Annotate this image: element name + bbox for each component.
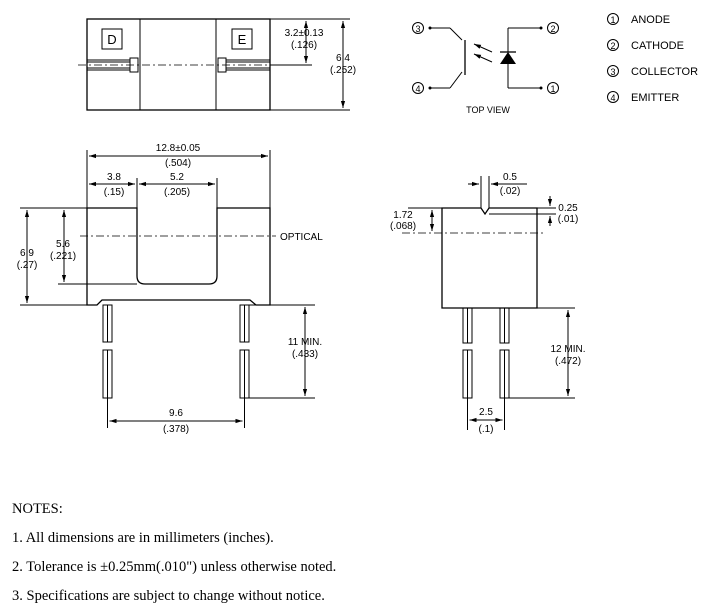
pin-legend: 1 ANODE 2 CATHODE 3 COLLECTOR 4 EMITTER — [607, 13, 698, 104]
dim-side-pitch: 2.5 — [479, 407, 493, 418]
dim-top-total: 6.4 — [336, 53, 350, 64]
dim-side-pitch-in: (.1) — [479, 424, 494, 435]
legend-label-2: CATHODE — [631, 40, 684, 52]
dim-front-lead-length-in: (.433) — [292, 349, 318, 360]
dim-front-arm: 3.8 — [107, 172, 121, 183]
dim-front-width-in: (.504) — [165, 158, 191, 169]
side-view: 0.5 (.02) 0.25 (.01) 1.72 (.068) 12 MIN.… — [390, 172, 586, 435]
legend-num-1: 1 — [610, 15, 615, 25]
dim-top-total-in: (.252) — [330, 65, 356, 76]
schematic: 3 4 2 1 TOP VIEW — [412, 22, 559, 115]
legend-label-3: COLLECTOR — [631, 66, 698, 78]
marker-d: D — [107, 32, 116, 47]
dim-side-axis-in: (.068) — [390, 221, 416, 232]
note-3: 3. Specifications are subject to change … — [12, 588, 325, 604]
dim-front-slot: 5.2 — [170, 172, 184, 183]
dim-side-notch-in: (.02) — [500, 186, 521, 197]
dim-side-axis: 1.72 — [393, 210, 413, 221]
schematic-pin4: 4 — [415, 84, 420, 94]
dim-front-slot-depth-in: (.221) — [50, 251, 76, 262]
notes-title: NOTES: — [12, 501, 63, 517]
dim-side-lead-length: 12 MIN. — [550, 344, 585, 355]
optical-label: OPTICAL — [280, 232, 323, 243]
schematic-pin3: 3 — [415, 24, 420, 34]
marker-e-box — [231, 28, 253, 50]
legend-num-2: 2 — [610, 41, 615, 51]
side-view-body — [441, 207, 538, 309]
note-1: 1. All dimensions are in millimeters (in… — [12, 530, 274, 546]
dim-front-pitch-in: (.378) — [163, 424, 189, 435]
legend-num-4: 4 — [610, 93, 615, 103]
dim-side-notch: 0.5 — [503, 172, 517, 183]
dim-front-width: 12.8±0.05 — [156, 143, 201, 154]
dim-front-height: 6.9 — [20, 248, 34, 259]
legend-label-4: EMITTER — [631, 92, 679, 104]
dim-front-lead-length: 11 MIN. — [288, 337, 322, 348]
dim-top-height-in: (.126) — [291, 40, 317, 51]
dim-side-notch-depth: 0.25 — [558, 203, 578, 214]
dim-front-pitch: 9.6 — [169, 408, 183, 419]
front-view-body — [86, 207, 271, 306]
marker-d-box — [101, 28, 123, 50]
dim-front-slot-in: (.205) — [164, 187, 190, 198]
note-2: 2. Tolerance is ±0.25mm(.010") unless ot… — [12, 559, 337, 575]
legend-label-1: ANODE — [631, 14, 670, 26]
notes: NOTES: 1. All dimensions are in millimet… — [12, 500, 336, 616]
outline-drawing: D E 3.2±0.13 (.126) 6.4 (.252) 3 4 2 1 — [17, 13, 698, 435]
front-view: OPTICAL 12.8±0.05 (.504) 3.8 (.15) 5.2 (… — [17, 143, 324, 435]
dim-front-height-in: (.27) — [17, 260, 38, 271]
top-view: D E 3.2±0.13 (.126) 6.4 (.252) — [78, 18, 356, 111]
dim-front-slot-depth: 5.6 — [56, 239, 70, 250]
dim-side-notch-depth-in: (.01) — [558, 214, 579, 225]
schematic-pin2: 2 — [550, 24, 555, 34]
schematic-pin1: 1 — [550, 84, 555, 94]
legend-num-3: 3 — [610, 67, 615, 77]
dim-top-height: 3.2±0.13 — [285, 28, 324, 39]
schematic-caption: TOP VIEW — [466, 105, 510, 115]
dim-side-lead-length-in: (.472) — [555, 356, 581, 367]
dim-front-arm-in: (.15) — [104, 187, 125, 198]
marker-e: E — [238, 32, 247, 47]
